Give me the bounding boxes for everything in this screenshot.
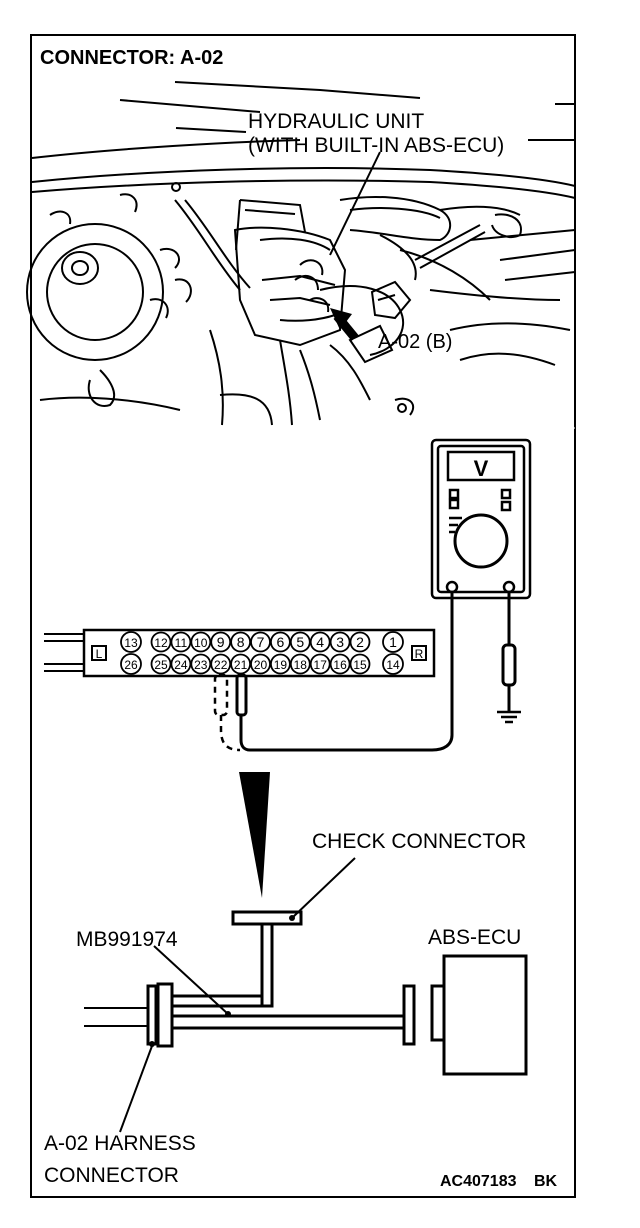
connector-arrow-head [330, 308, 352, 330]
abs-ecu-label: ABS-ECU [428, 926, 521, 949]
pin-label-15: 15 [353, 658, 367, 672]
pin-circle-11 [170, 631, 192, 653]
connector-strip [44, 628, 436, 678]
check-connector-pointer-dot [289, 915, 295, 921]
voltmeter-symbol: V [474, 456, 489, 481]
pin-label-18: 18 [294, 658, 308, 672]
connector-side-left: L [96, 647, 103, 661]
engine-bay-illustration [26, 81, 576, 426]
diagram-frame [30, 34, 576, 1198]
harness-label-line2: CONNECTOR [44, 1164, 179, 1187]
pin-circle-15 [349, 653, 371, 675]
harness-label-line1: A-02 HARNESS [44, 1132, 196, 1155]
view-arrow [239, 772, 270, 898]
hydraulic-unit-label-line1: HYDRAULIC UNIT [248, 110, 424, 133]
pin-label-12: 12 [154, 636, 168, 650]
connector-b-label: A-02 (B) [378, 331, 452, 353]
pin-label-6: 6 [277, 634, 285, 650]
pin-label-20: 20 [254, 658, 268, 672]
pin-circle-13 [120, 631, 142, 653]
pin-label-2: 2 [356, 634, 364, 650]
pin-circle-26 [120, 653, 142, 675]
pin-label-16: 16 [333, 658, 347, 672]
pin-label-19: 19 [274, 658, 288, 672]
pin-label-7: 7 [257, 634, 265, 650]
pin-label-11: 11 [175, 636, 188, 650]
pin-label-8: 8 [237, 634, 245, 650]
voltmeter [430, 438, 532, 600]
pin-label-24: 24 [174, 658, 188, 672]
check-connector-label: CHECK CONNECTOR [312, 830, 526, 853]
pin-circle-14 [382, 653, 404, 675]
pin-label-1: 1 [389, 634, 397, 650]
pin-label-4: 4 [316, 634, 324, 650]
harness-pointer-dot [149, 1041, 155, 1047]
tool-pointer-dot [225, 1011, 231, 1017]
pin-label-22: 22 [214, 658, 228, 672]
figure-code: AC407183 [440, 1173, 517, 1190]
pin-label-14: 14 [386, 658, 400, 672]
pin-circle-22 [210, 653, 232, 675]
harness-leaders [119, 857, 356, 1133]
harness-wires-left [84, 1007, 148, 1027]
connector-side-right: R [415, 647, 424, 661]
pin-label-3: 3 [336, 634, 344, 650]
hydraulic-unit-label-line2: (WITH BUILT-IN ABS-ECU) [248, 134, 504, 157]
pin-label-9: 9 [217, 634, 225, 650]
pin-label-17: 17 [314, 658, 328, 672]
pin-label-26: 26 [124, 658, 138, 672]
pin-label-21: 21 [234, 658, 248, 672]
pin-circle-24 [170, 653, 192, 675]
pin-label-25: 25 [154, 658, 168, 672]
pin-circle-18 [289, 653, 311, 675]
diagram-title: CONNECTOR: A-02 [40, 47, 223, 69]
pin-circle-5 [289, 631, 311, 653]
pin-label-5: 5 [296, 634, 304, 650]
harness-diagram [146, 910, 528, 1076]
pin-label-10: 10 [194, 636, 208, 650]
pin-circle-2 [349, 631, 371, 653]
pin-circle-1 [382, 631, 404, 653]
figure-suffix: BK [534, 1173, 558, 1190]
tool-number-label: MB991974 [76, 928, 178, 951]
pin-label-13: 13 [124, 636, 138, 650]
pin-label-23: 23 [194, 658, 208, 672]
pin-circle-9 [210, 631, 232, 653]
hydraulic-unit-leaders [175, 127, 550, 256]
